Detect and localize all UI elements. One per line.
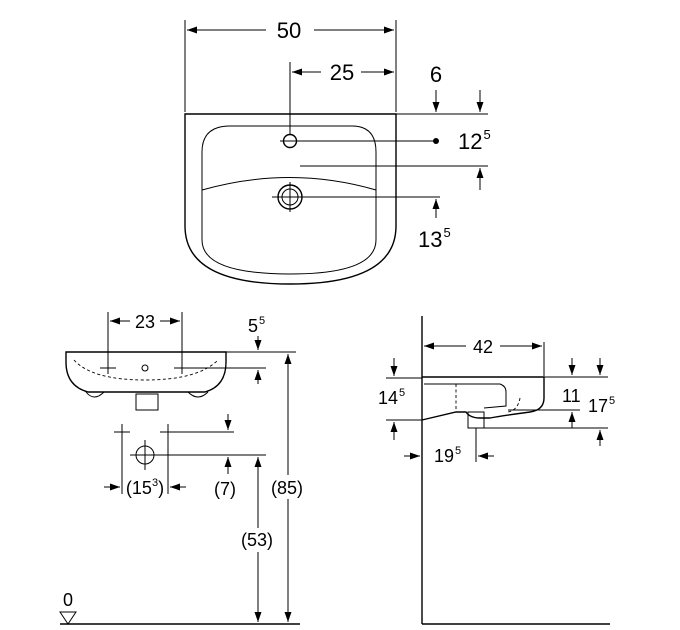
dim-tap-offset: 25: [330, 60, 354, 85]
basin-outline-front: [65, 351, 227, 393]
dim-tap-spacing: 23: [135, 312, 155, 332]
dim-supply-rise: (7): [214, 479, 236, 499]
dim-width: 50: [277, 18, 301, 43]
front-view: 23 55 (7) (153) (85): [59, 310, 308, 625]
basin-outline-side: [421, 376, 545, 421]
waste-outlet-side: [467, 411, 485, 429]
side-view: 42 145 11 175 195: [378, 316, 615, 625]
dim-tap-hole: 125: [458, 127, 491, 154]
basin-bowl-top: [201, 125, 377, 275]
bowl-rim-line: [201, 177, 377, 191]
dim-waste-hole: 135: [418, 225, 451, 252]
dim-bowl-depth: 11: [562, 386, 581, 406]
dim-edge-to-tap: 6: [430, 62, 442, 87]
top-view: 50 25 6 125 135: [184, 16, 491, 285]
dim-projection: 42: [473, 337, 493, 357]
dim-front-height: 145: [378, 387, 405, 408]
basin-outline-top: [184, 113, 397, 285]
dim-rim-to-floor: (85): [271, 478, 303, 498]
dim-waste-to-floor: (53): [241, 530, 273, 550]
dim-waste-offset: 195: [434, 445, 461, 466]
floor-label: 0: [63, 590, 73, 610]
floor-marker: [59, 611, 77, 625]
dim-total-depth: 175: [588, 395, 615, 416]
dim-supply-spacing: (153): [126, 477, 164, 498]
waste-outlet-front: [135, 393, 159, 411]
dim-rim-height: 55: [248, 315, 265, 336]
